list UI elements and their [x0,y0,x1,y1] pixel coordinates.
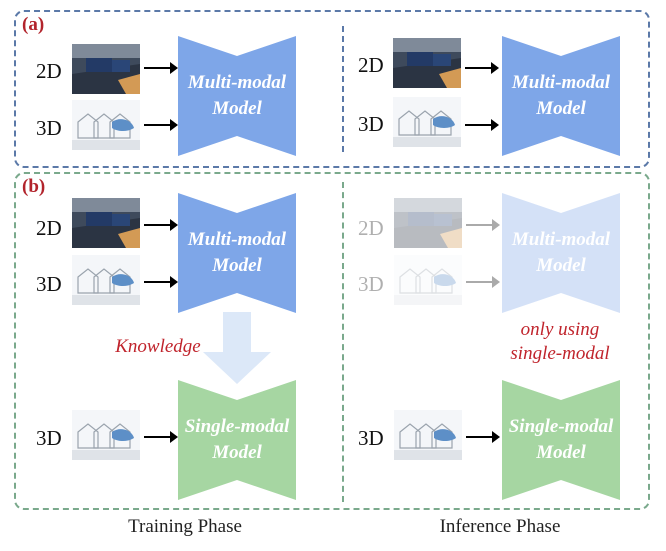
multi-modal-model: Multi-modal Model [502,193,620,313]
model-name: Multi-modal [187,72,287,93]
arrow-2d-to-model [465,62,499,74]
multi-modal-model: Multi-modal Model [178,193,296,313]
label-3d: 3D [36,116,62,140]
label-3d: 3D [36,272,62,296]
model-name-suffix: Model [536,255,586,276]
panel-b-divider [342,182,344,502]
panel-a-divider [342,26,344,152]
model-name: Single-modal [508,416,614,437]
single-modal-model: Single-modal Model [502,380,620,500]
label-2d: 2D [36,59,62,83]
model-name: Multi-modal [511,72,611,93]
arrow-3d-to-model [465,119,499,131]
model-name: Multi-modal [511,229,611,250]
only-using-line2: single-modal [510,343,610,364]
rgb-image-thumbnail [72,44,140,94]
panel-a-label: (a) [22,14,45,35]
point-cloud-thumbnail [394,255,462,305]
multi-modal-model: Multi-modal Model [502,36,620,156]
label-3d: 3D [358,112,384,136]
model-name-suffix: Model [212,98,262,119]
only-using-line1: only using [520,319,600,340]
model-name: Multi-modal [187,229,287,250]
point-cloud-thumbnail [72,410,140,460]
label-2d: 2D [36,216,62,240]
point-cloud-thumbnail [72,255,140,305]
label-3d: 3D [358,426,384,450]
arrow-3d-to-model [466,431,500,443]
arrow-3d-to-model [466,276,500,288]
panel-b [14,172,650,510]
point-cloud-thumbnail [394,410,462,460]
panel-b-label: (b) [22,176,46,197]
arrow-3d-to-model [144,276,178,288]
arrow-2d-to-model [144,62,178,74]
rgb-image-thumbnail [393,38,461,88]
label-2d: 2D [358,216,384,240]
single-modal-model: Single-modal Model [178,380,296,500]
arrow-2d-to-model [144,219,178,231]
model-name-suffix: Model [536,98,586,119]
label-2d: 2D [358,53,384,77]
point-cloud-thumbnail [393,97,461,147]
label-3d: 3D [36,426,62,450]
model-name-suffix: Model [212,255,262,276]
arrow-3d-to-model [144,119,178,131]
only-using-note: only using single-modal [490,318,630,366]
rgb-image-thumbnail [394,198,462,248]
inference-phase-caption: Inference Phase [439,516,561,537]
panel-a [14,10,650,168]
rgb-image-thumbnail [72,198,140,248]
label-3d: 3D [358,272,384,296]
arrow-2d-to-model [466,219,500,231]
model-name-suffix: Model [536,442,586,463]
knowledge-transfer-arrow [203,312,271,384]
model-name-suffix: Model [212,442,262,463]
model-name: Single-modal [184,416,290,437]
point-cloud-thumbnail [72,100,140,150]
arrow-3d-to-model [144,431,178,443]
knowledge-label: Knowledge [115,336,201,357]
multi-modal-model: Multi-modal Model [178,36,296,156]
training-phase-caption: Training Phase [128,516,242,537]
